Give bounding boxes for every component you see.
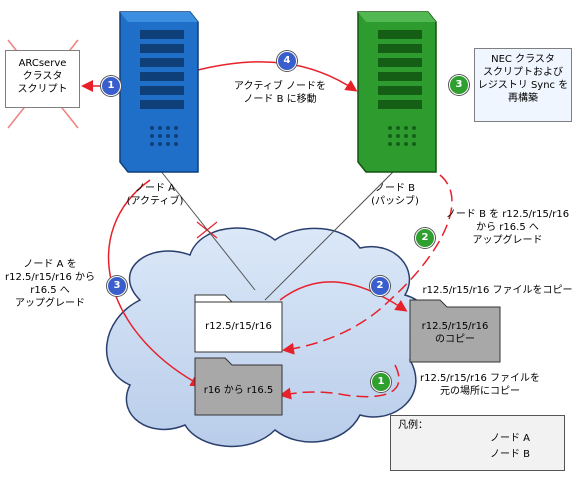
upgrade-node-a-label: ノード A を r12.5/r15/r16 から r16.5 へ アップグレード xyxy=(5,259,95,309)
folder-new-shape xyxy=(194,357,283,416)
copy-files-label: r12.5/r15/r16 ファイルをコピー xyxy=(422,285,573,296)
connector-b xyxy=(264,169,396,301)
folder-new: r16 から r16.5 xyxy=(203,385,274,396)
move-active-node-label: アクティブ ノードを ノード B に移動 xyxy=(233,81,327,105)
step-badge-a4: 4 xyxy=(277,51,297,71)
step-badge-b2: 2 xyxy=(415,228,435,248)
step-badge-b1: 1 xyxy=(371,372,391,392)
node-b-paths xyxy=(279,174,453,400)
upgrade-node-b-label: ノード B を r12.5/r15/r16 から r16.5 へ アップグレード xyxy=(445,209,570,246)
arcserve-script-box: ARCserve クラスタ スクリプト xyxy=(5,50,80,108)
step-badge-a2: 2 xyxy=(370,276,390,296)
folder-copy: r12.5/r15/r16 のコピー xyxy=(421,321,489,345)
folder-main: r12.5/r15/r16 xyxy=(205,321,272,332)
legend xyxy=(390,415,565,471)
restore-files-label: r12.5/r15/r16 ファイルを 元の場所にコピー xyxy=(420,373,540,397)
nec-script-box: NEC クラスタ スクリプトおよび レジストリ Sync を 再構築 xyxy=(474,48,572,122)
connector-a xyxy=(159,169,256,291)
step-badge-b3: 3 xyxy=(449,75,469,95)
server-a xyxy=(119,11,199,173)
legend-title: 凡例： xyxy=(398,420,428,431)
legend-node-a: ノード A xyxy=(490,433,531,444)
node-a-label: ノード A (アクティブ) xyxy=(126,183,184,207)
folder-main-shape xyxy=(194,294,283,353)
server-b xyxy=(357,11,437,173)
step-badge-a1: 1 xyxy=(101,76,121,96)
legend-node-b: ノード B xyxy=(490,449,531,460)
step-badge-a3: 3 xyxy=(107,276,127,296)
node-b-label: ノード B (パッシブ) xyxy=(371,183,419,207)
folder-copy-shape xyxy=(409,299,501,363)
